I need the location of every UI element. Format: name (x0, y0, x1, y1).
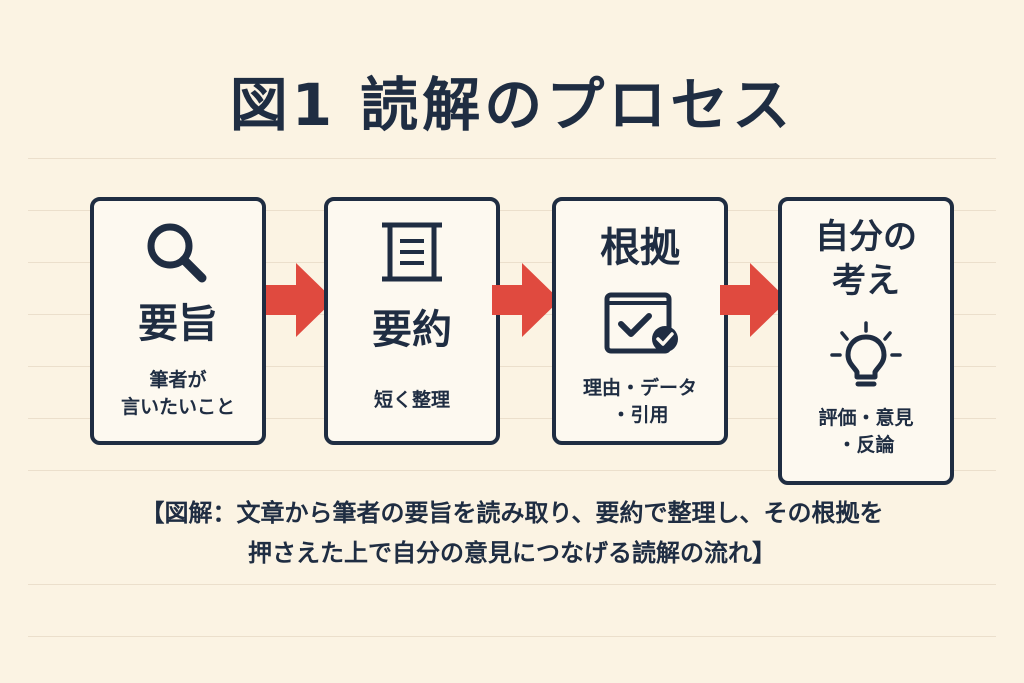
ruled-line (28, 210, 996, 211)
checked-document-icon (556, 289, 724, 357)
ruled-line (28, 584, 996, 585)
ruled-line (28, 366, 996, 367)
step-box-summary: 要約 短く整理 (324, 197, 500, 445)
step-description: 評価・意見 ・反論 (818, 407, 914, 456)
flow-arrow (266, 263, 334, 337)
ruled-line (28, 158, 996, 159)
flow-arrow (492, 263, 560, 337)
magnifier-icon (94, 217, 262, 289)
step-title: 要旨 (138, 301, 218, 347)
diagram-title: 図1 読解のプロセス (229, 71, 795, 139)
step-title: 自分の 考え (815, 217, 917, 301)
document-icon (328, 219, 496, 285)
ruled-line (28, 470, 996, 471)
ruled-line (28, 262, 996, 263)
diagram-caption: 【図解：文章から筆者の要旨を読み取り、要約で整理し、その根拠を 押さえた上で自分… (140, 499, 884, 567)
step-description: 短く整理 (373, 389, 450, 411)
step-title: 要約 (372, 307, 452, 353)
step-title: 根拠 (600, 225, 680, 271)
flow-arrow (720, 263, 788, 337)
step-description: 理由・データ ・引用 (582, 377, 697, 426)
ruled-line (28, 418, 996, 419)
step-box-summary-point: 要旨 筆者が 言いたいこと (90, 197, 266, 445)
step-box-own-opinion: 自分の 考え 評価・意見 ・反論 (778, 197, 954, 485)
step-description: 筆者が 言いたいこと (120, 369, 235, 418)
ruled-line (28, 636, 996, 637)
step-box-evidence: 根拠 理由・データ ・引用 (552, 197, 728, 445)
lightbulb-icon (782, 321, 950, 393)
